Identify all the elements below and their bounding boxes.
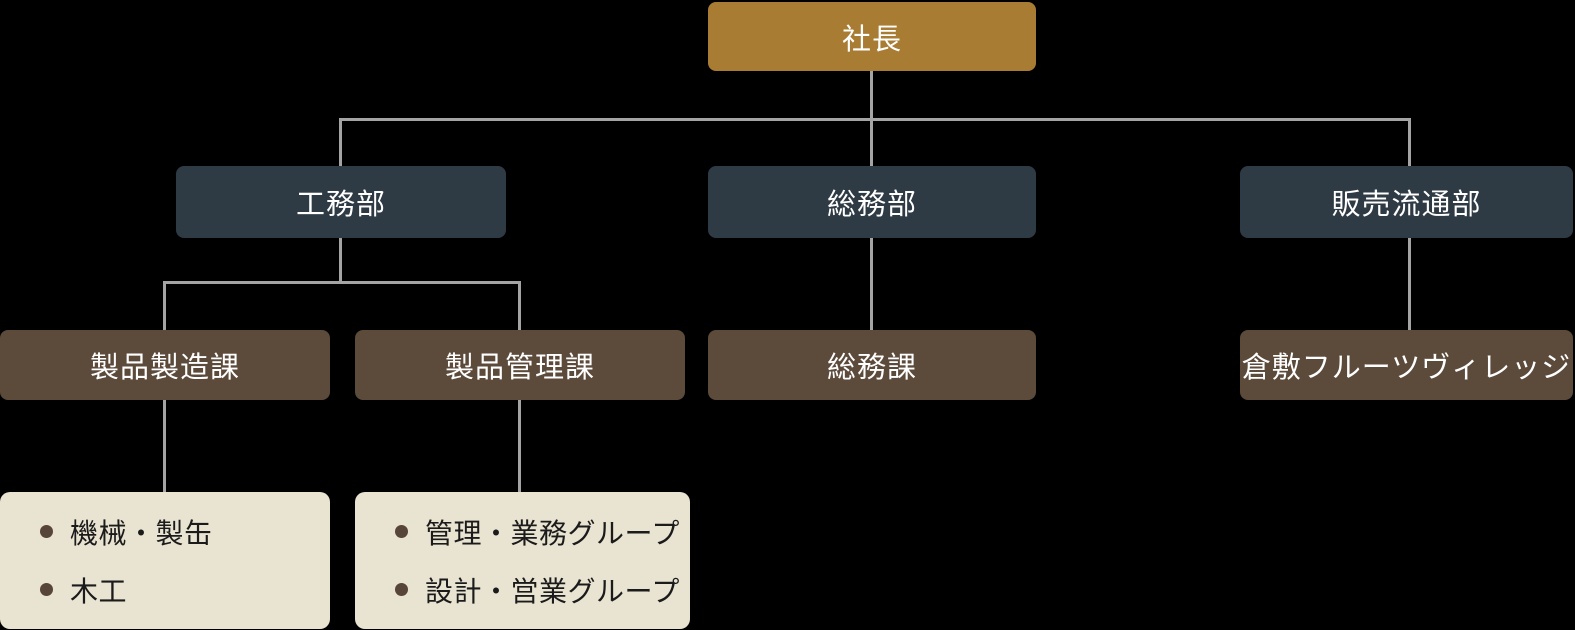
list-item-label: 機械・製缶	[70, 517, 213, 549]
panel-manufacturing-groups: 機械・製缶 木工	[0, 492, 330, 629]
node-product-management-section: 製品管理課	[355, 330, 685, 400]
connector-to-manufacturing-section	[163, 281, 166, 330]
connector-to-manufacturing-groups	[163, 400, 166, 492]
list-item: 機械・製缶	[40, 512, 320, 552]
connector-level2-horizontal	[339, 118, 1411, 121]
node-president: 社長	[708, 2, 1036, 71]
node-kurashiki-fruit-village-label: 倉敷フルーツヴィレッジ	[1241, 352, 1572, 384]
bullet-icon	[40, 525, 53, 538]
node-general-affairs-dept: 総務部	[708, 166, 1036, 238]
connector-root-vertical	[870, 71, 873, 120]
connector-to-general-affairs-section	[870, 238, 873, 330]
bullet-icon	[395, 525, 408, 538]
connector-to-management-groups	[518, 400, 521, 492]
node-kurashiki-fruit-village: 倉敷フルーツヴィレッジ	[1240, 330, 1573, 400]
list-item-label: 管理・業務グループ	[425, 517, 680, 549]
connector-to-sales-distribution-dept	[1408, 118, 1411, 166]
connector-to-general-affairs-dept	[870, 118, 873, 166]
list-item: 木工	[40, 570, 320, 610]
bullet-icon	[40, 583, 53, 596]
node-general-affairs-dept-label: 総務部	[826, 189, 917, 221]
connector-engineering-fork-vertical	[339, 238, 342, 284]
node-sales-distribution-dept: 販売流通部	[1240, 166, 1573, 238]
node-engineering-dept-label: 工務部	[295, 189, 386, 221]
node-president-label: 社長	[841, 23, 902, 56]
node-engineering-dept: 工務部	[176, 166, 506, 238]
bullet-icon	[395, 583, 408, 596]
connector-engineering-fork-horizontal	[163, 281, 521, 284]
node-general-affairs-section: 総務課	[708, 330, 1036, 400]
list-item: 設計・営業グループ	[395, 570, 680, 610]
list-item: 管理・業務グループ	[395, 512, 680, 552]
node-product-manufacturing-section: 製品製造課	[0, 330, 330, 400]
list-item-label: 設計・営業グループ	[425, 575, 680, 607]
connector-to-management-section	[518, 281, 521, 330]
list-item-label: 木工	[70, 575, 128, 607]
connector-to-engineering-dept	[339, 118, 342, 166]
connector-to-fruit-village	[1408, 238, 1411, 330]
node-product-management-section-label: 製品管理課	[444, 352, 595, 384]
node-product-manufacturing-section-label: 製品製造課	[89, 352, 240, 384]
panel-management-groups: 管理・業務グループ 設計・営業グループ	[355, 492, 690, 629]
node-sales-distribution-dept-label: 販売流通部	[1331, 189, 1482, 221]
node-general-affairs-section-label: 総務課	[826, 352, 917, 384]
